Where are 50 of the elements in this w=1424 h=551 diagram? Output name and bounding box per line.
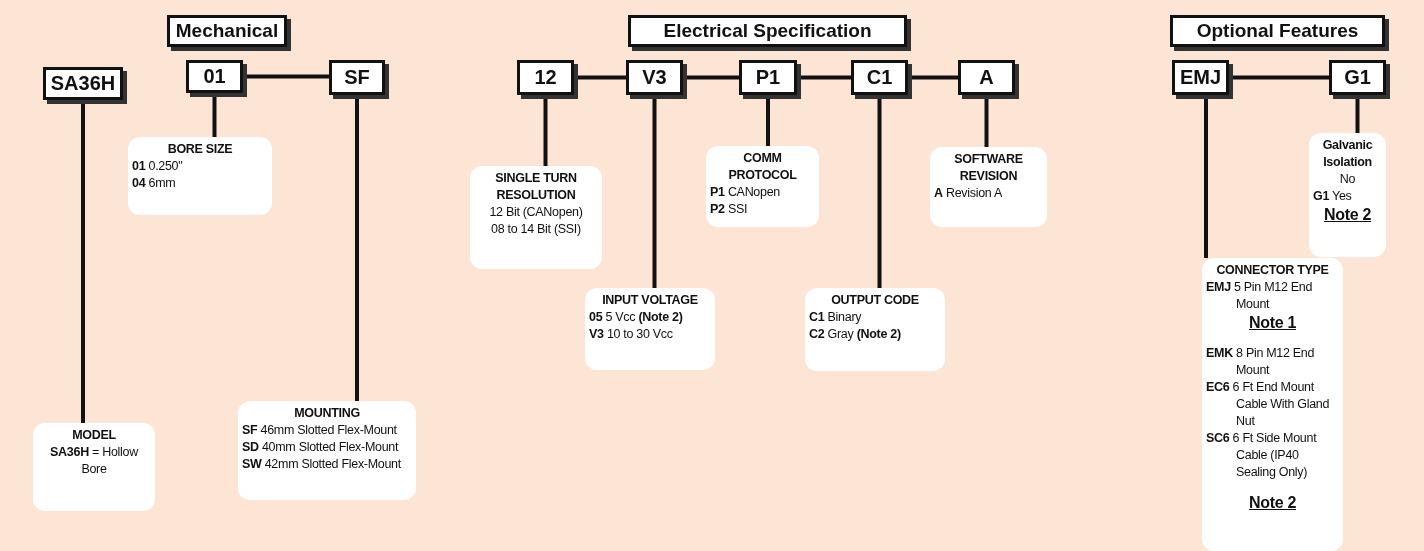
description-card [238, 401, 416, 500]
option-row-text: 01 0.250" [132, 158, 184, 175]
note-text: Note 2 [1247, 493, 1298, 513]
option-row-text: A Revision A [934, 185, 1003, 202]
option-text: No [1338, 171, 1357, 188]
option-row-text: P1 CANopen [710, 184, 781, 201]
box-heading: OUTPUT CODE [830, 292, 920, 309]
option-row-text: P2 SSI [710, 201, 749, 218]
box-heading: SINGLE TURN RESOLUTION [494, 170, 578, 204]
box-heading: INPUT VOLTAGE [601, 292, 699, 309]
option-text: 08 to 14 Bit (SSI) [490, 221, 582, 238]
description-card [33, 423, 155, 511]
option-row-text: V3 10 to 30 Vcc [589, 326, 674, 343]
option-row-text: SF 46mm Slotted Flex-Mount [242, 422, 398, 439]
description-card [930, 147, 1047, 227]
note-text: Note 1 [1247, 313, 1298, 333]
box-heading: CONNECTOR TYPE [1215, 262, 1330, 279]
option-row-text: EMJ 5 Pin M12 End Mount [1206, 279, 1314, 313]
option-row-text: EMK 8 Pin M12 End Mount [1206, 345, 1316, 379]
option-row-text: G1 Yes [1313, 188, 1353, 205]
connector-line [247, 74, 329, 79]
box-heading: MODEL [71, 427, 117, 444]
box-heading: COMM PROTOCOL [727, 150, 798, 184]
description-card [706, 146, 819, 227]
option-text: SA36H = Hollow Bore [49, 444, 140, 478]
box-heading: SOFTWARE REVISION [953, 151, 1024, 185]
option-row-text: C2 Gray (Note 2) [809, 326, 902, 343]
option-row-text: SD 40mm Slotted Flex-Mount [242, 439, 400, 456]
option-row-text: EC6 6 Ft End Mount Cable With Gland Nut [1206, 379, 1331, 430]
option-text: 12 Bit (CANopen) [488, 204, 584, 221]
box-heading: BORE SIZE [166, 141, 234, 158]
description-card [1202, 258, 1343, 551]
option-row-text: SC6 6 Ft Side Mount Cable (IP40 Sealing Only) [1206, 430, 1318, 481]
option-row-text: 04 6mm [132, 175, 177, 192]
option-row-text: SW 42mm Slotted Flex-Mount [242, 456, 402, 473]
connector-line [912, 75, 958, 80]
connector-line [578, 75, 626, 80]
note-text: Note 2 [1322, 205, 1373, 225]
description-card [470, 166, 602, 269]
option-row-text: C1 Binary [809, 309, 863, 326]
description-card [585, 288, 715, 370]
box-heading: Galvanic Isolation [1321, 137, 1374, 171]
description-card [128, 137, 272, 215]
description-card [1309, 133, 1386, 257]
connector-line [687, 75, 739, 80]
connector-line [1233, 75, 1329, 80]
box-heading: MOUNTING [293, 405, 361, 422]
description-card [805, 288, 945, 371]
option-row-text: 05 5 Vcc (Note 2) [589, 309, 684, 326]
connector-line [801, 75, 851, 80]
